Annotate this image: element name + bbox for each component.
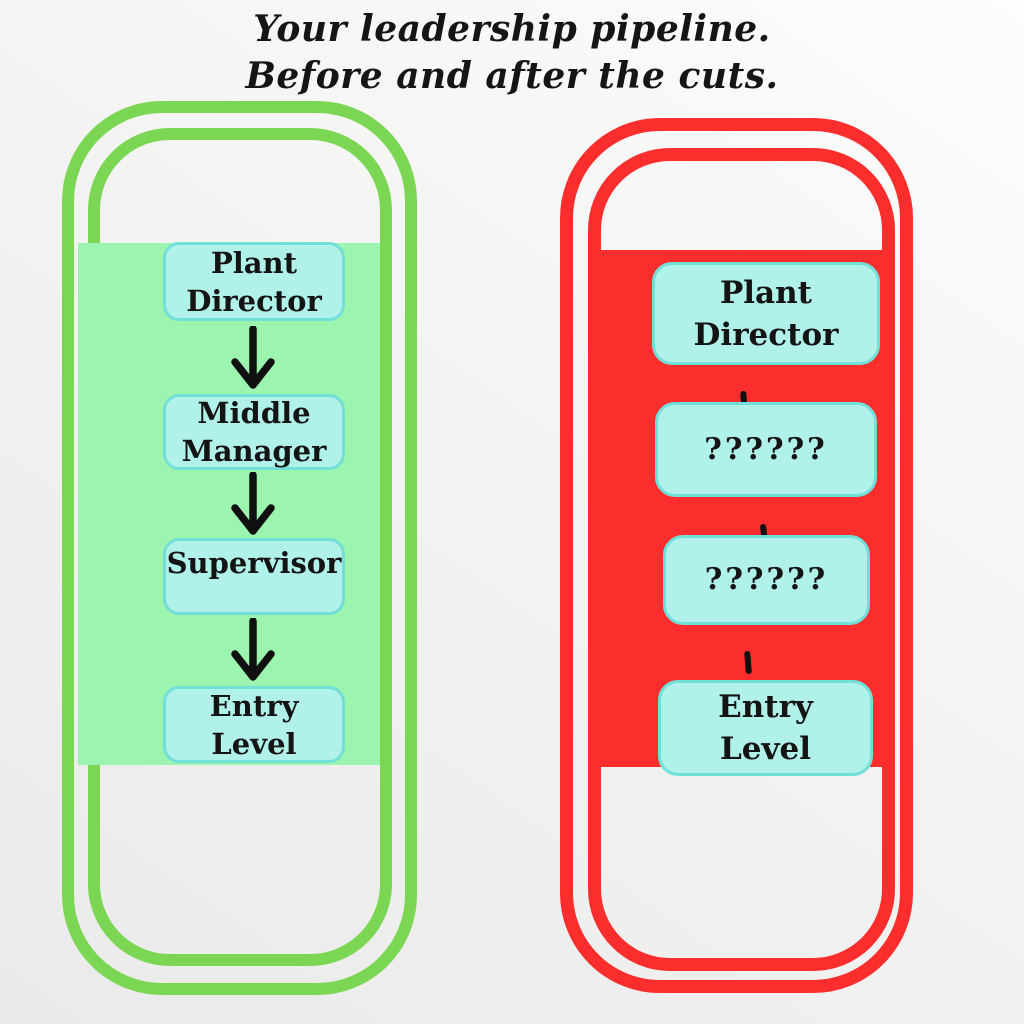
after-box-entry-level-label: Entry Level <box>718 689 813 767</box>
after-box-entry-level: Entry Level <box>658 680 873 776</box>
down-arrow-icon <box>231 472 275 535</box>
before-box-entry-level-label: Entry Level <box>209 688 299 761</box>
before-box-plant-director: Plant Director <box>163 242 345 321</box>
before-fill-panel <box>78 243 380 765</box>
before-box-middle-manager-label: Middle Manager <box>181 396 327 468</box>
before-box-middle-manager: Middle Manager <box>163 394 345 470</box>
before-outer-outline <box>62 101 417 995</box>
before-box-supervisor-label: Supervisor <box>166 546 342 580</box>
title-line-1: Your leadership pipeline. <box>253 8 771 50</box>
after-box-unknown-1-label: ?????? <box>704 431 828 467</box>
before-box-plant-director-label: Plant Director <box>186 245 322 318</box>
after-box-unknown-2: ?????? <box>663 535 870 625</box>
after-box-unknown-1: ?????? <box>655 402 877 497</box>
page-title: Your leadership pipeline. Before and aft… <box>0 6 1024 100</box>
after-box-plant-director: Plant Director <box>652 262 880 365</box>
after-outer-outline <box>560 118 913 993</box>
after-box-unknown-2-label: ?????? <box>704 562 829 597</box>
down-arrow-icon <box>231 618 275 681</box>
before-box-entry-level: Entry Level <box>163 686 345 763</box>
title-line-2: Before and after the cuts. <box>245 55 779 97</box>
after-box-plant-director-label: Plant Director <box>693 274 839 353</box>
before-box-supervisor: Supervisor <box>163 538 345 615</box>
down-arrow-icon <box>231 326 275 389</box>
